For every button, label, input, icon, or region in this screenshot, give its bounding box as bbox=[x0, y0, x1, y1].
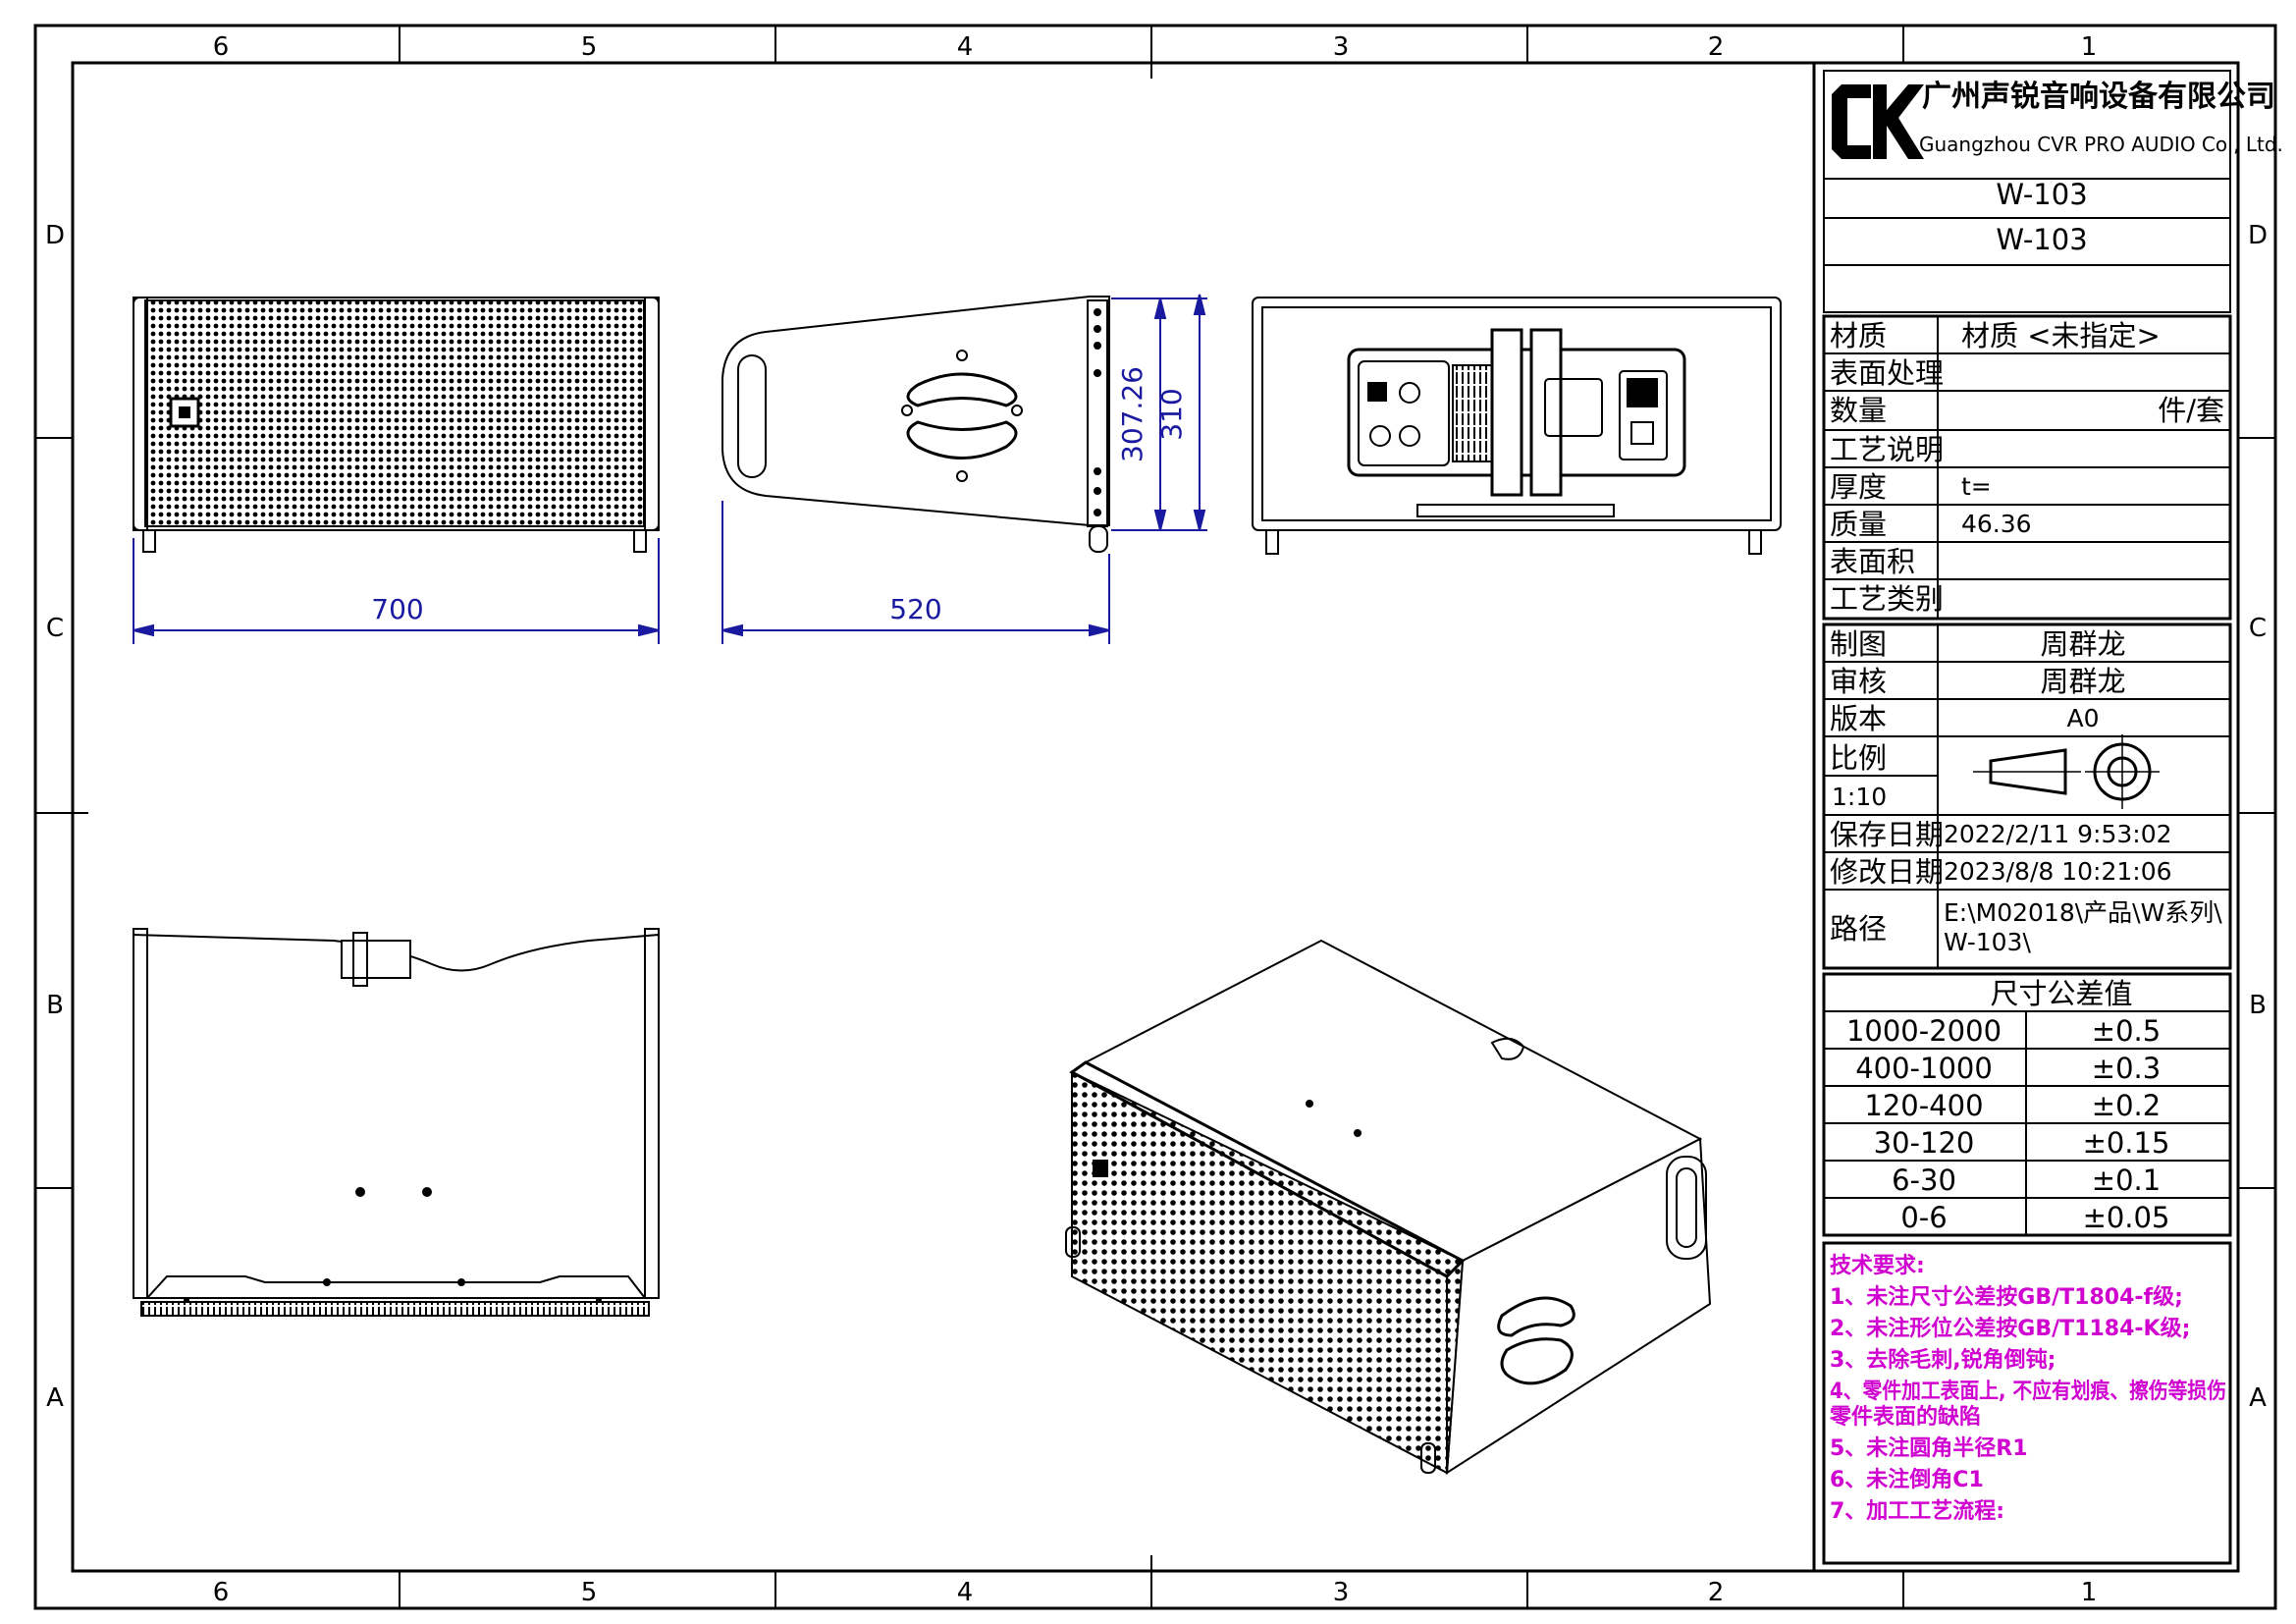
zone-col-label: 6 bbox=[213, 32, 230, 62]
material-label: 材质 bbox=[1830, 319, 1887, 352]
handle-slot bbox=[737, 354, 767, 478]
tolerance-range: 120-400 bbox=[1864, 1089, 1983, 1122]
tolerance-title: 尺寸公差值 bbox=[1990, 977, 2132, 1010]
front-view bbox=[133, 297, 660, 553]
material-value: 材质 <未指定> bbox=[1961, 319, 2161, 352]
note-line: 4、零件加工表面上, 不应有划痕、擦伤等损伤 bbox=[1830, 1379, 2226, 1404]
side-height-label-b: 310 bbox=[1155, 388, 1188, 440]
zone-row-label: C bbox=[46, 614, 64, 643]
checked-label: 审核 bbox=[1830, 665, 1887, 698]
zone-col-label: 4 bbox=[957, 1578, 974, 1607]
thickness-label: 厚度 bbox=[1830, 470, 1887, 504]
area-label: 表面积 bbox=[1830, 545, 1915, 578]
drawn-value: 周群龙 bbox=[2040, 627, 2125, 661]
tolerance-range: 30-120 bbox=[1874, 1126, 1975, 1160]
zone-col-label: 2 bbox=[1708, 1578, 1725, 1607]
zone-col-label: 1 bbox=[2081, 1578, 2098, 1607]
projection-symbol bbox=[1973, 734, 2160, 809]
tolerance-value: ±0.1 bbox=[2092, 1164, 2161, 1197]
note-line: 2、未注形位公差按GB/T1184-K级; bbox=[1830, 1316, 2190, 1341]
tolerance-value: ±0.2 bbox=[2092, 1089, 2161, 1122]
saved-label: 保存日期 bbox=[1830, 818, 1944, 851]
side-height-label-a: 307.26 bbox=[1116, 366, 1148, 462]
checked-value: 周群龙 bbox=[2040, 665, 2125, 698]
path-line-1: E:\M02018\产品\W系列\ bbox=[1944, 898, 2222, 927]
surface-label: 表面处理 bbox=[1830, 356, 1944, 390]
note-line: 6、未注倒角C1 bbox=[1830, 1467, 1984, 1492]
tolerance-value: ±0.05 bbox=[2083, 1201, 2170, 1234]
rear-view bbox=[1252, 297, 1782, 555]
modified-label: 修改日期 bbox=[1830, 855, 1944, 889]
bottom-view bbox=[133, 928, 660, 1317]
process-type-label: 工艺类别 bbox=[1830, 582, 1944, 616]
saved-value: 2022/2/11 9:53:02 bbox=[1944, 820, 2172, 848]
scale-label: 比例 bbox=[1830, 741, 1887, 775]
note-line: 1、未注尺寸公差按GB/T1804-f级; bbox=[1830, 1284, 2183, 1310]
zone-row-label: C bbox=[2249, 614, 2267, 643]
zone-row-label: B bbox=[2249, 991, 2267, 1020]
tolerance-value: ±0.5 bbox=[2092, 1014, 2161, 1048]
thickness-value: t= bbox=[1961, 472, 1992, 501]
note-line: 3、去除毛刺,锐角倒钝; bbox=[1830, 1347, 2056, 1373]
quantity-label: 数量 bbox=[1830, 394, 1887, 427]
inner-border bbox=[71, 61, 2240, 1573]
drawing-number: W-103 bbox=[1996, 223, 2087, 256]
outer-border bbox=[33, 24, 2277, 1610]
process-note-label: 工艺说明 bbox=[1830, 433, 1944, 466]
side-dimensions bbox=[721, 294, 1207, 644]
tolerance-range: 1000-2000 bbox=[1846, 1014, 2002, 1048]
tolerance-range: 400-1000 bbox=[1855, 1052, 1993, 1085]
scale-value: 1:10 bbox=[1832, 783, 1887, 811]
zone-col-label: 3 bbox=[1333, 1578, 1350, 1607]
zone-row-label: A bbox=[2249, 1383, 2267, 1413]
notes-title: 技术要求: bbox=[1830, 1254, 1925, 1278]
note-line: 零件表面的缺陷 bbox=[1829, 1404, 1981, 1430]
zone-row-label: A bbox=[46, 1383, 64, 1413]
zone-col-label: 5 bbox=[581, 1578, 598, 1607]
note-line: 7、加工工艺流程: bbox=[1830, 1498, 2004, 1524]
drawn-label: 制图 bbox=[1830, 627, 1887, 661]
zone-ticks bbox=[35, 26, 2275, 1608]
front-width-label: 700 bbox=[371, 593, 423, 625]
tolerance-range: 6-30 bbox=[1892, 1164, 1956, 1197]
drawing-name: W-103 bbox=[1996, 178, 2087, 211]
company-name-en: Guangzhou CVR PRO AUDIO Co., Ltd. bbox=[1919, 133, 2283, 156]
title-block bbox=[1812, 61, 2240, 1573]
zone-row-label: B bbox=[46, 991, 64, 1020]
zone-col-label: 2 bbox=[1708, 32, 1725, 62]
version-label: 版本 bbox=[1830, 702, 1887, 735]
quantity-unit: 件/套 bbox=[2158, 394, 2224, 427]
tolerance-value: ±0.15 bbox=[2083, 1126, 2170, 1160]
mass-value: 46.36 bbox=[1961, 510, 2032, 538]
company-name-cn: 广州声锐音响设备有限公司 bbox=[1922, 80, 2275, 114]
note-line: 5、未注圆角半径R1 bbox=[1830, 1435, 2028, 1461]
version-value: A0 bbox=[2066, 704, 2099, 732]
path-label: 路径 bbox=[1830, 912, 1887, 946]
zone-row-label: D bbox=[45, 221, 65, 250]
zone-col-label: 6 bbox=[213, 1578, 230, 1607]
modified-value: 2023/8/8 10:21:06 bbox=[1944, 857, 2172, 886]
zone-col-label: 5 bbox=[581, 32, 598, 62]
zone-col-label: 1 bbox=[2081, 32, 2098, 62]
zone-row-label: D bbox=[2248, 221, 2268, 250]
zone-col-label: 4 bbox=[957, 32, 974, 62]
tolerance-value: ±0.3 bbox=[2092, 1052, 2161, 1085]
zone-col-label: 3 bbox=[1333, 32, 1350, 62]
front-width-dimension bbox=[133, 538, 660, 644]
company-logo bbox=[1832, 84, 1924, 159]
side-depth-label: 520 bbox=[889, 593, 941, 625]
side-view bbox=[721, 296, 1110, 553]
tolerance-range: 0-6 bbox=[1900, 1201, 1947, 1234]
path-line-2: W-103\ bbox=[1944, 928, 2031, 956]
mass-label: 质量 bbox=[1830, 508, 1887, 541]
isometric-view bbox=[1065, 939, 1712, 1475]
